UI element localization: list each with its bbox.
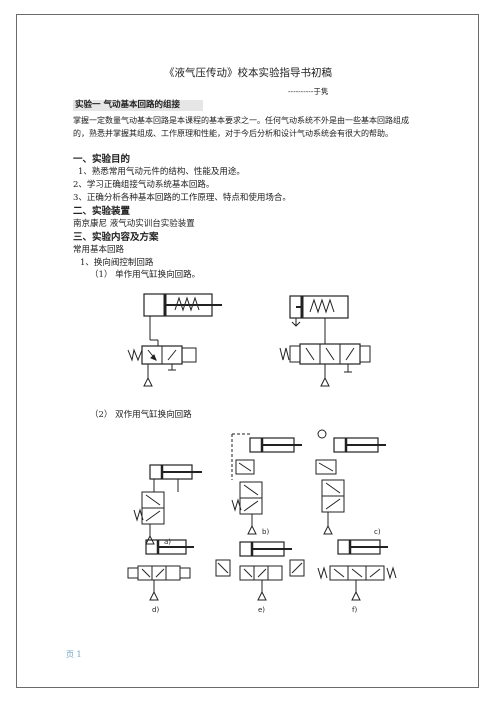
section-content-heading: 三、实验内容及方案 (73, 232, 159, 243)
content-item-1: 1、换向阀控制回路 (80, 258, 154, 268)
figure-double-acting-circuits: a) b) c) d) e) f) (127, 429, 397, 614)
label-d: d) (152, 606, 159, 614)
label-a: a) (164, 538, 171, 546)
objective-item-1: 1、熟悉常用气动元件的结构、性能及用途。 (78, 167, 245, 177)
figure-single-acting-circuits (127, 293, 371, 387)
circuit-d (127, 539, 194, 601)
objective-item-2: 2、学习正确组接气动系统基本回路。 (73, 180, 215, 190)
section-objectives-heading: 一、实验目的 (73, 154, 131, 165)
section-equipment-heading: 二、实验装置 (73, 206, 131, 217)
left-single-circuit (127, 293, 222, 387)
circuit-a (133, 464, 202, 545)
content-sub-2: （2） 双作用气缸换向回路 (90, 410, 192, 420)
experiment-heading: 实验一 气动基本回路的组接 (75, 100, 180, 110)
heading-highlight (73, 100, 203, 111)
circuit-f (317, 539, 397, 601)
document-title: 《液气压传动》校本实验指导书初稿 (164, 67, 332, 79)
circuit-c (315, 429, 386, 535)
label-b: b) (262, 528, 269, 536)
page-border (16, 14, 479, 688)
label-c: c) (374, 528, 381, 536)
label-e: e) (258, 606, 265, 614)
circuit-e (215, 541, 305, 601)
author-line: ----------于隽 (288, 87, 329, 96)
objective-item-3: 3、正确分析各种基本回路的工作原理、特点和使用场合。 (73, 193, 291, 203)
intro-paragraph: 掌握一定数量气动基本回路是本课程的基本要求之一。任何气动系统不外是由一些基本回路… (73, 116, 409, 138)
page-footer: 页 1 (66, 650, 82, 659)
equipment-text: 南京康尼 液气动实训台实验装置 (73, 219, 195, 229)
right-single-circuit (279, 295, 371, 387)
content-subheading: 常用基本回路 (73, 245, 125, 255)
content-sub-1: （1） 单作用气缸换向回路。 (90, 270, 201, 280)
circuit-b (231, 433, 302, 535)
label-f: f) (352, 606, 357, 614)
